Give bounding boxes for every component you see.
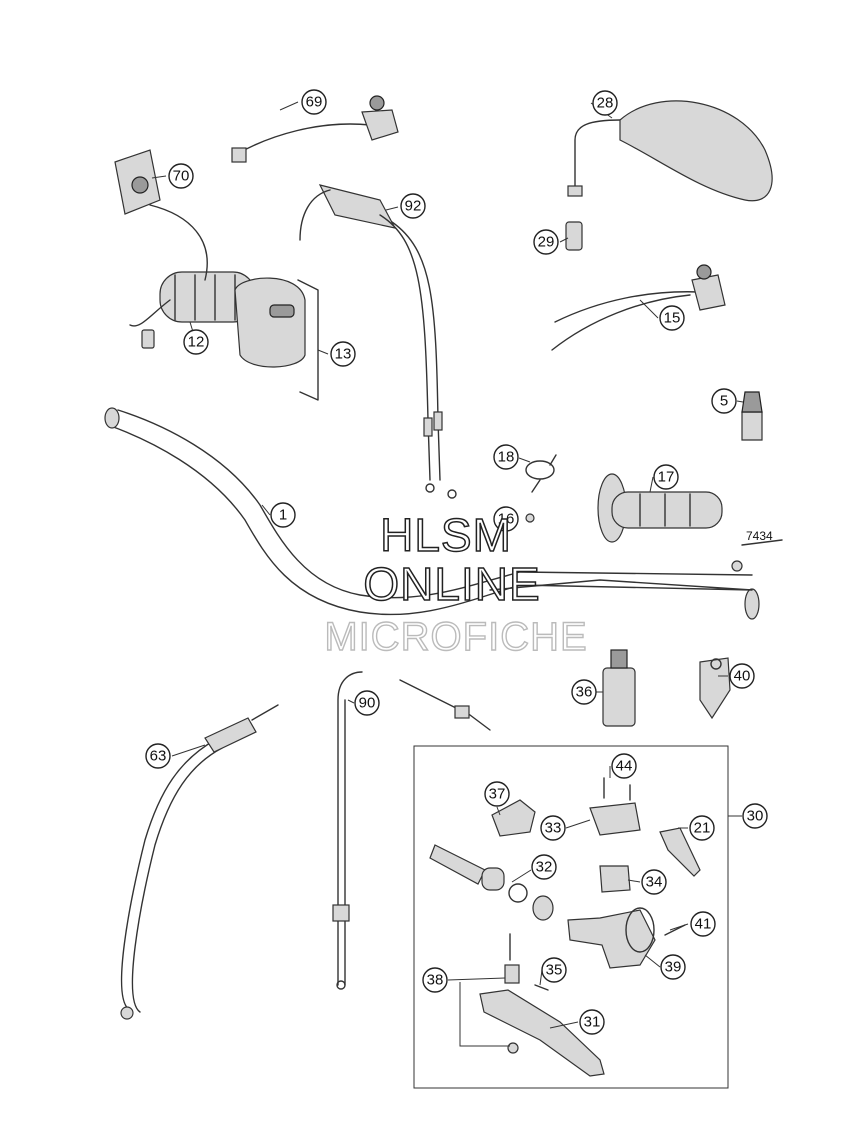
- callout-69: 69: [301, 89, 327, 115]
- svg-text:1: 1: [279, 507, 287, 524]
- svg-text:5: 5: [720, 393, 728, 410]
- watermark: HLSM ONLINE MICROFICHE: [324, 508, 588, 659]
- hot-start-cable: [120, 704, 279, 1020]
- svg-text:34: 34: [646, 874, 663, 891]
- svg-text:28: 28: [597, 95, 614, 112]
- svg-text:35: 35: [546, 962, 563, 979]
- callout-39: 39: [660, 954, 686, 980]
- svg-text:90: 90: [359, 695, 376, 712]
- callout-15: 15: [659, 305, 685, 331]
- watermark-line-2: ONLINE: [363, 558, 540, 610]
- callout-37: 37: [484, 781, 510, 807]
- callout-70: 70: [168, 163, 194, 189]
- svg-text:44: 44: [616, 758, 633, 775]
- callout-44: 44: [611, 753, 637, 779]
- callout-32: 32: [531, 854, 557, 880]
- kill-switch: [114, 149, 208, 281]
- svg-text:41: 41: [695, 916, 712, 933]
- svg-text:31: 31: [584, 1014, 601, 1031]
- svg-text:17: 17: [658, 469, 675, 486]
- svg-text:63: 63: [150, 748, 167, 765]
- callout-35: 35: [541, 957, 567, 983]
- handlebar: [104, 407, 760, 620]
- clutch-master-box: [413, 745, 742, 1089]
- callout-5: 5: [711, 388, 737, 414]
- svg-text:16: 16: [498, 511, 515, 528]
- clutch-cable: [332, 671, 491, 990]
- svg-text:69: 69: [306, 94, 323, 111]
- svg-text:37: 37: [489, 786, 506, 803]
- callout-33: 33: [540, 815, 566, 841]
- callout-28: 28: [592, 90, 618, 116]
- svg-text:29: 29: [538, 234, 555, 251]
- svg-text:39: 39: [665, 959, 682, 976]
- adhesive-bottle: [741, 391, 763, 441]
- brake-fluid-bottle: [602, 649, 636, 727]
- callout-16: 16: [493, 506, 519, 532]
- mirror: [565, 100, 773, 251]
- watermark-line-1: HLSM: [380, 509, 512, 561]
- reference-7434: 7434: [746, 529, 773, 543]
- callout-38: 38: [422, 967, 448, 993]
- clutch-master-parts: [429, 777, 701, 1077]
- clutch-clamp: [699, 657, 731, 720]
- light-switch: [551, 264, 726, 351]
- svg-text:12: 12: [188, 334, 205, 351]
- callout-30: 30: [742, 803, 768, 829]
- throttle-grip-assembly: [129, 271, 319, 401]
- svg-text:32: 32: [536, 859, 553, 876]
- callout-17: 17: [653, 464, 679, 490]
- svg-text:33: 33: [545, 820, 562, 837]
- callout-13: 13: [330, 341, 356, 367]
- svg-text:92: 92: [405, 198, 422, 215]
- leader-lines: [151, 101, 744, 1029]
- throttle-cables: [299, 184, 457, 499]
- callout-1: 1: [270, 502, 296, 528]
- svg-text:13: 13: [335, 346, 352, 363]
- cable-tie: [525, 454, 557, 493]
- svg-text:30: 30: [747, 808, 764, 825]
- start-switch: [231, 95, 399, 163]
- callout-41: 41: [690, 911, 716, 937]
- callout-40: 40: [729, 663, 755, 689]
- callout-36: 36: [571, 679, 597, 705]
- svg-text:38: 38: [427, 972, 444, 989]
- bar-end-washer: [731, 539, 783, 572]
- left-grip: [597, 473, 723, 543]
- callout-92: 92: [400, 193, 426, 219]
- svg-text:40: 40: [734, 668, 751, 685]
- callout-63: 63: [145, 743, 171, 769]
- svg-text:18: 18: [498, 449, 515, 466]
- callout-21: 21: [689, 815, 715, 841]
- svg-text:21: 21: [694, 820, 711, 837]
- callout-31: 31: [579, 1009, 605, 1035]
- callout-29: 29: [533, 229, 559, 255]
- small-washer: [525, 513, 535, 523]
- svg-text:70: 70: [173, 168, 190, 185]
- svg-text:36: 36: [576, 684, 593, 701]
- callout-12: 12: [183, 329, 209, 355]
- watermark-line-3: MICROFICHE: [324, 615, 587, 659]
- callout-34: 34: [641, 869, 667, 895]
- callout-90: 90: [354, 690, 380, 716]
- svg-text:15: 15: [664, 310, 681, 327]
- callout-18: 18: [493, 444, 519, 470]
